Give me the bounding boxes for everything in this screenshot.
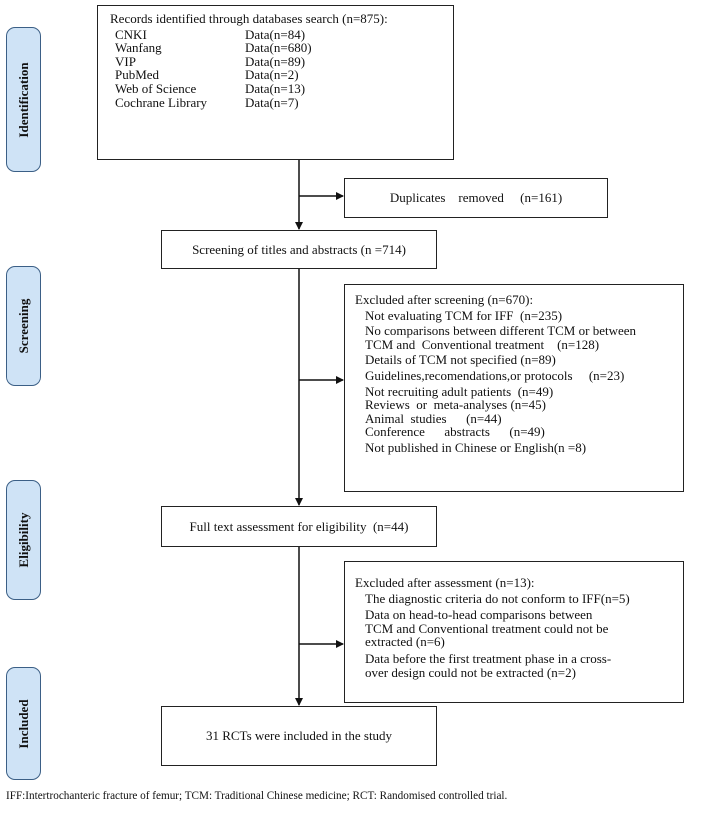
exclusion-reason: TCM and Conventional treatment could not… [365, 620, 609, 636]
records-identified-box: Records identified through databases sea… [97, 5, 454, 160]
exclusion-reason: Data before the first treatment phase in… [365, 650, 612, 666]
exclusion-reason: No comparisons between different TCM or … [365, 323, 637, 339]
database-name: Cochrane Library [115, 94, 208, 110]
database-name: CNKI [115, 26, 147, 42]
database-name: Web of Science [115, 80, 197, 96]
excluded-assessment-list: The diagnostic criteria do not conform t… [355, 590, 683, 680]
exclusion-reason: The diagnostic criteria do not conform t… [365, 590, 630, 606]
database-count: Data(n=89) [245, 53, 306, 69]
exclusion-reason: Not recruiting adult patients (n=49) [365, 383, 554, 399]
stage-screening: Screening [6, 266, 41, 386]
exclusion-reason: Data on head-to-head comparisons between [365, 607, 593, 623]
database-row: Wanfang Data(n=680) [115, 41, 453, 55]
database-count: Data(n=84) [245, 26, 306, 42]
excluded-assessment-box: Excluded after assessment (n=13): The di… [344, 561, 684, 703]
exclusion-reason: Details of TCM not specified (n=89) [365, 352, 556, 368]
database-row: Web of Science Data(n=13) [115, 82, 453, 96]
database-count: Data(n=13) [245, 80, 306, 96]
records-title: Records identified through databases sea… [110, 11, 388, 26]
exclusion-reason: Guidelines,recomendations,or protocols (… [365, 367, 625, 383]
stage-identification: Identification [6, 27, 41, 172]
included-text: 31 RCTs were included in the study [205, 728, 393, 743]
excluded-screening-box: Excluded after screening (n=670): Not ev… [344, 284, 684, 492]
exclusion-reason: Conference abstracts (n=49) [365, 424, 545, 440]
footnote: IFF:Intertrochanteric fracture of femur;… [6, 790, 508, 802]
excluded-assessment-title: Excluded after assessment (n=13): [355, 575, 535, 590]
excluded-screening-list: Not evaluating TCM for IFF (n=235)No com… [355, 307, 683, 455]
exclusion-reason: extracted (n=6) [365, 634, 445, 650]
screening-box: Screening of titles and abstracts (n =71… [161, 230, 437, 269]
exclusion-reason: Reviews or meta-analyses (n=45) [365, 397, 546, 413]
exclusion-reason: TCM and Conventional treatment (n=128) [365, 336, 600, 352]
fulltext-text: Full text assessment for eligibility (n=… [189, 518, 409, 534]
fulltext-box: Full text assessment for eligibility (n=… [161, 506, 437, 547]
duplicates-box: Duplicates removed (n=161) [344, 178, 608, 218]
database-row: CNKI Data(n=84) [115, 26, 453, 42]
exclusion-reason: Animal studies (n=44) [365, 410, 502, 426]
database-count: Data(n=2) [245, 67, 299, 83]
database-list: CNKI Data(n=84) Wanfang Data(n=680) VIP Data(… [110, 26, 453, 110]
database-row: PubMed Data(n=2) [115, 68, 453, 82]
exclusion-reason: Not evaluating TCM for IFF (n=235) [365, 307, 563, 323]
exclusion-reason: over design could not be extracted (n=2) [365, 664, 576, 680]
exclusion-reason: Not published in Chinese or English(n =8… [365, 439, 587, 455]
database-name: PubMed [115, 67, 160, 83]
database-count: Data(n=7) [245, 94, 299, 110]
included-box: 31 RCTs were included in the study [161, 706, 437, 766]
database-name: Wanfang [115, 40, 162, 56]
screening-text: Screening of titles and abstracts (n =71… [192, 241, 406, 257]
excluded-screening-title: Excluded after screening (n=670): [355, 292, 534, 307]
stage-included: Included [6, 667, 41, 780]
stage-eligibility: Eligibility [6, 480, 41, 600]
database-name: VIP [115, 53, 136, 69]
duplicates-text: Duplicates removed (n=161) [389, 190, 563, 205]
database-row: Cochrane Library Data(n=7) [115, 94, 453, 110]
database-row: VIP Data(n=89) [115, 55, 453, 69]
database-count: Data(n=680) [245, 40, 312, 56]
